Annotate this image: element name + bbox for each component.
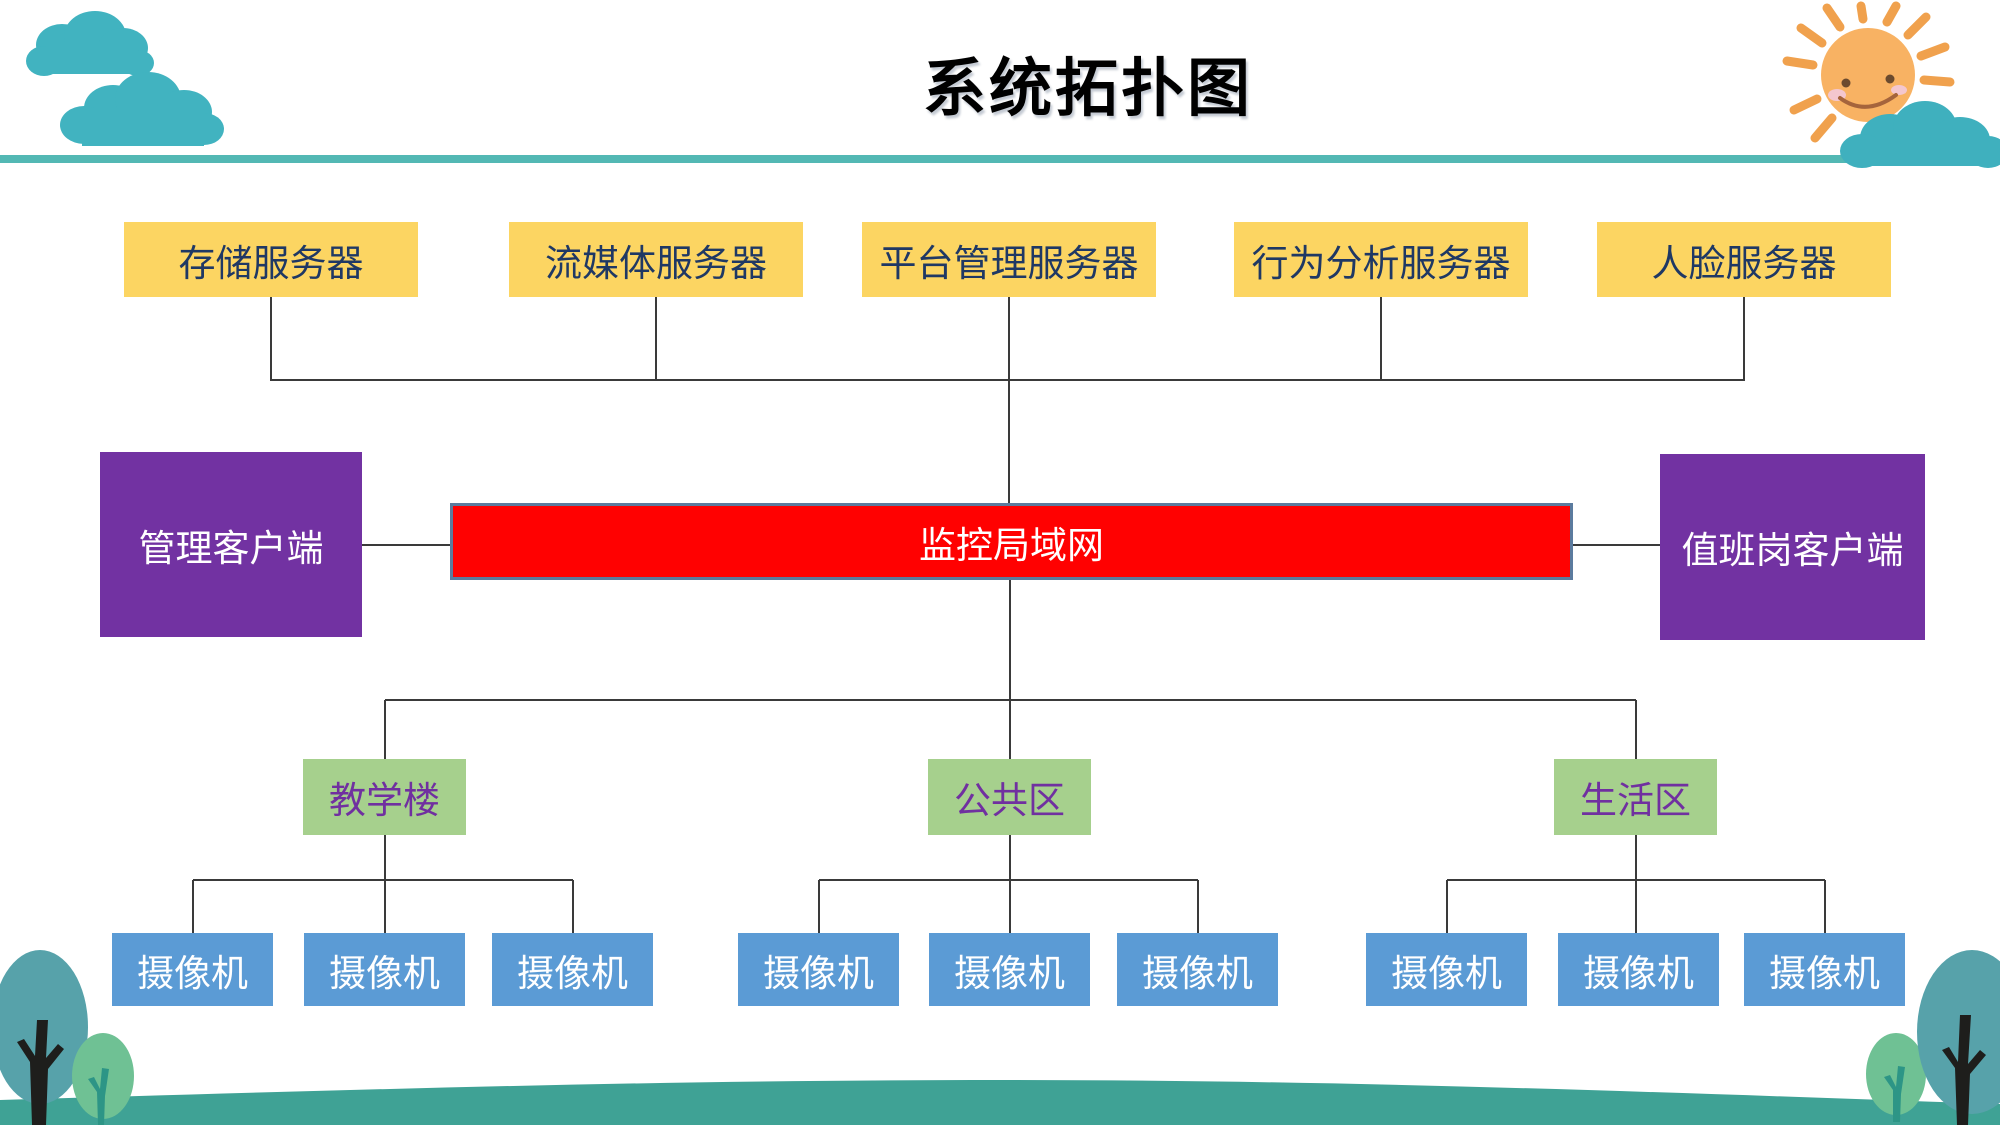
node-label: 管理客户端 xyxy=(138,527,324,569)
node-label: 人脸服务器 xyxy=(1651,242,1837,284)
node-living-area: 生活区 xyxy=(1554,759,1717,835)
node-camera: 摄像机 xyxy=(1744,933,1905,1006)
node-public-area: 公共区 xyxy=(928,759,1091,835)
node-label: 教学楼 xyxy=(329,780,440,821)
tree-icon xyxy=(0,950,88,1125)
node-monitoring-lan: 监控局域网 xyxy=(450,503,1573,580)
page-title: 系统拓扑图 xyxy=(923,54,1253,124)
node-label: 行为分析服务器 xyxy=(1251,242,1511,284)
connector-group xyxy=(192,297,1826,933)
tree-icon xyxy=(1866,1033,1926,1122)
node-face-server: 人脸服务器 xyxy=(1597,222,1891,297)
node-camera: 摄像机 xyxy=(112,933,273,1006)
node-camera: 摄像机 xyxy=(1366,933,1527,1006)
node-storage-server: 存储服务器 xyxy=(124,222,418,297)
node-label: 摄像机 xyxy=(1583,952,1694,994)
node-behavior-server: 行为分析服务器 xyxy=(1234,222,1528,297)
node-label: 平台管理服务器 xyxy=(879,242,1139,284)
node-label: 摄像机 xyxy=(763,952,874,994)
sun-icon xyxy=(1782,1,1955,143)
cloud-icon xyxy=(60,72,224,146)
node-streaming-server: 流媒体服务器 xyxy=(509,222,803,297)
node-platform-server: 平台管理服务器 xyxy=(862,222,1156,297)
node-label: 摄像机 xyxy=(329,952,440,994)
node-label: 摄像机 xyxy=(954,952,1065,994)
node-label: 摄像机 xyxy=(1769,952,1880,994)
node-label: 摄像机 xyxy=(517,952,628,994)
node-camera: 摄像机 xyxy=(1558,933,1719,1006)
node-label: 监控局域网 xyxy=(919,524,1104,566)
tree-icon xyxy=(72,1033,134,1125)
node-label: 存储服务器 xyxy=(178,242,364,284)
node-duty-client: 值班岗客户端 xyxy=(1660,454,1925,640)
node-camera: 摄像机 xyxy=(1117,933,1278,1006)
node-camera: 摄像机 xyxy=(492,933,653,1006)
cloud-icon xyxy=(26,11,154,76)
node-label: 值班岗客户端 xyxy=(1681,530,1904,571)
node-camera: 摄像机 xyxy=(304,933,465,1006)
tree-icon xyxy=(1917,950,2000,1125)
divider-line xyxy=(0,155,2000,163)
node-teaching-building: 教学楼 xyxy=(303,759,466,835)
node-camera: 摄像机 xyxy=(738,933,899,1006)
node-label: 摄像机 xyxy=(1391,952,1502,994)
node-label: 生活区 xyxy=(1580,780,1691,821)
node-management-client: 管理客户端 xyxy=(100,452,362,637)
hill-ground xyxy=(0,1080,2000,1125)
node-label: 摄像机 xyxy=(1142,952,1253,994)
node-label: 公共区 xyxy=(954,780,1065,821)
node-label: 摄像机 xyxy=(137,952,248,994)
node-label: 流媒体服务器 xyxy=(545,242,767,284)
node-camera: 摄像机 xyxy=(929,933,1090,1006)
